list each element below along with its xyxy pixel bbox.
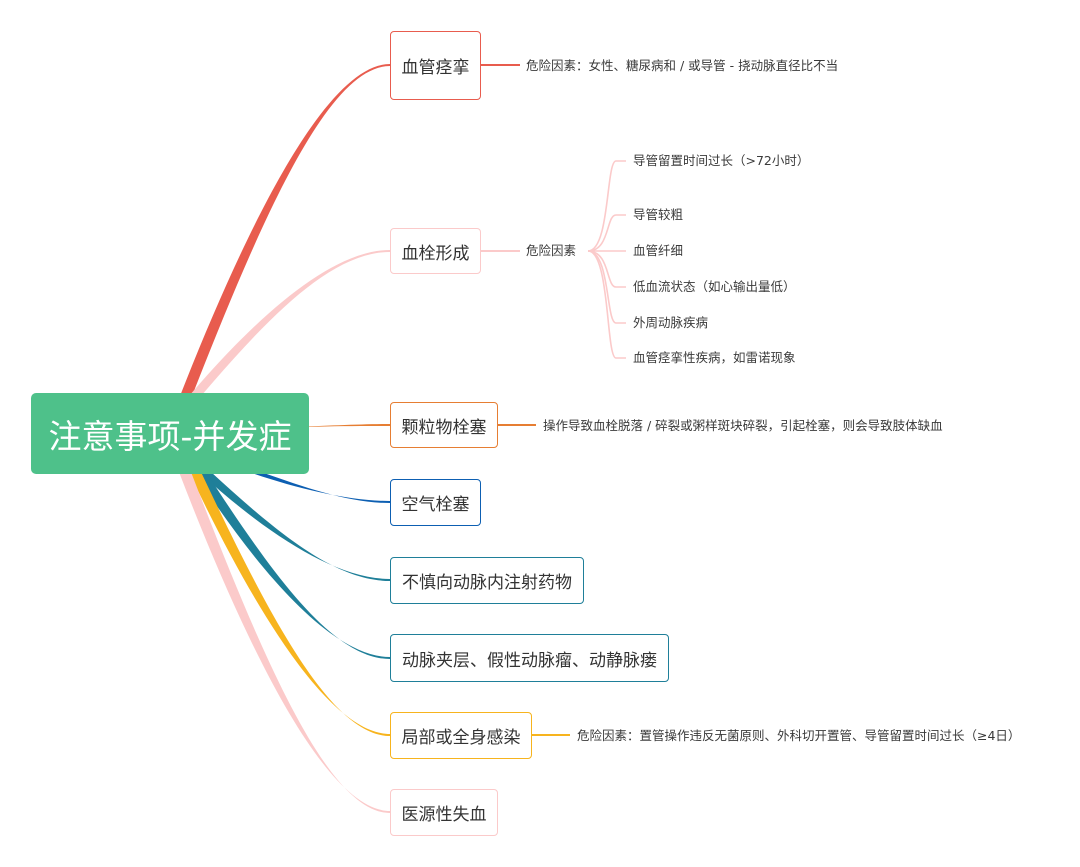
topic-particle-embolism[interactable]: 颗粒物栓塞 — [390, 402, 498, 448]
branch-7 — [179, 472, 390, 813]
subnote-low-flow-state[interactable]: 低血流状态（如心输出量低） — [633, 279, 796, 294]
subnote-peripheral-arterial-disease[interactable]: 外周动脉疾病 — [633, 315, 709, 330]
branch-2 — [294, 424, 390, 427]
subnote-connector-3 — [587, 250, 626, 288]
topic-vasospasm[interactable]: 血管痉挛 — [390, 31, 481, 100]
branch-3 — [249, 472, 390, 503]
topic-air-embolism[interactable]: 空气栓塞 — [390, 479, 481, 526]
topic-thrombosis[interactable]: 血栓形成 — [390, 228, 481, 274]
subnote-connector-5 — [587, 250, 626, 359]
note-thrombosis-risk[interactable]: 危险因素 — [526, 243, 577, 258]
branch-5 — [194, 472, 390, 659]
branch-1 — [189, 250, 390, 396]
branch-6 — [189, 472, 390, 736]
branch-0 — [180, 64, 390, 396]
subnote-thick-catheter[interactable]: 导管较粗 — [633, 207, 684, 222]
topic-infection[interactable]: 局部或全身感染 — [390, 712, 532, 759]
branch-4 — [199, 472, 390, 581]
subnote-long-catheter-dwell[interactable]: 导管留置时间过长（>72小时） — [633, 153, 810, 168]
note-infection-risk[interactable]: 危险因素：置管操作违反无菌原则、外科切开置管、导管留置时间过长（≥4日） — [577, 728, 1021, 743]
note-particle-embolism-cause[interactable]: 操作导致血栓脱落 / 碎裂或粥样斑块碎裂，引起栓塞，则会导致肢体缺血 — [543, 418, 943, 433]
subnote-thin-vessel[interactable]: 血管纤细 — [633, 243, 684, 258]
subnote-connector-0 — [587, 160, 626, 252]
subnote-connector-1 — [587, 214, 626, 252]
subnote-vasospastic-disease[interactable]: 血管痉挛性疾病，如雷诺现象 — [633, 350, 796, 365]
topic-intra-arterial-injection[interactable]: 不慎向动脉内注射药物 — [390, 557, 584, 604]
note-vasospasm-risk[interactable]: 危险因素：女性、糖尿病和 / 或导管 - 挠动脉直径比不当 — [526, 58, 839, 73]
topic-iatrogenic-blood-loss[interactable]: 医源性失血 — [390, 789, 498, 836]
root-topic[interactable]: 注意事项-并发症 — [31, 393, 309, 474]
topic-dissection-aneurysm-fistula[interactable]: 动脉夹层、假性动脉瘤、动静脉瘘 — [390, 634, 669, 682]
